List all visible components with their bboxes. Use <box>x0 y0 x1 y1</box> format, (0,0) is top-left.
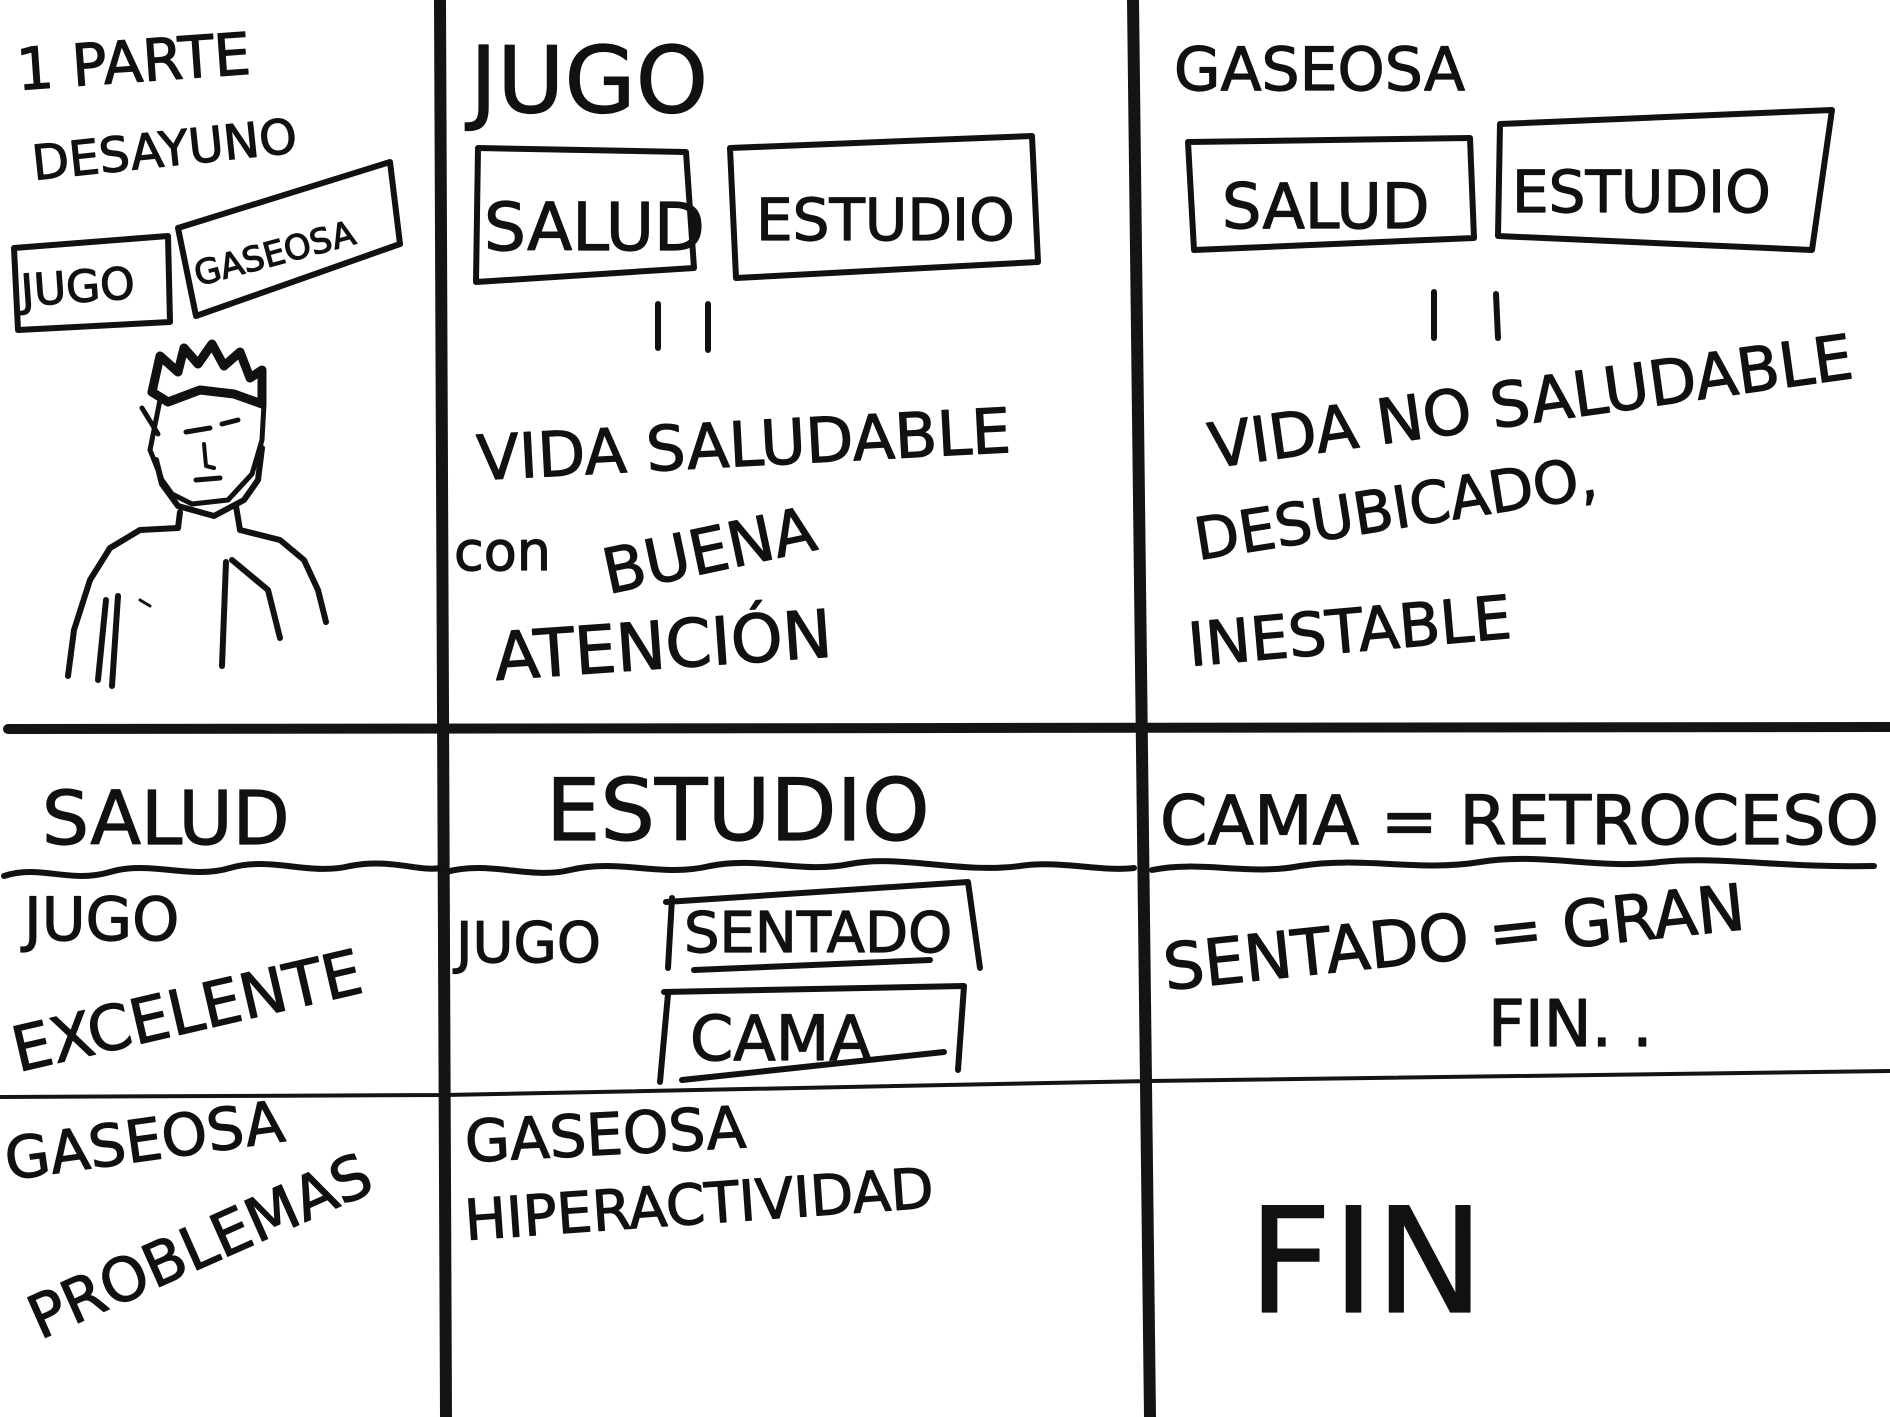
box-sentado <box>663 879 983 973</box>
panel-1-title-line1: 1 PARTE <box>14 20 253 104</box>
panel-jugo: JUGO SALUD ESTUDIO VIDA SALUDABLE con BU… <box>453 26 1041 697</box>
panel-2-line2-b: BUENA <box>596 492 822 608</box>
box-gaseosa <box>175 159 403 319</box>
panel-4-line1: JUGO <box>20 885 179 955</box>
box-estudio-jugo <box>727 133 1041 281</box>
box-salud-jugo <box>473 145 697 285</box>
panel-3-line3: INESTABLE <box>1185 583 1514 681</box>
panel-6-line3: FIN. . <box>1488 988 1653 1062</box>
panel-2-box-salud-label: SALUD <box>484 189 705 266</box>
panel-3-title: GASEOSA <box>1174 35 1465 105</box>
panel-1-box-gaseosa-label: GASEOSA <box>190 213 360 294</box>
panel-salud: SALUD JUGO EXCELENTE GASEOSA PROBLEMAS <box>0 775 443 1354</box>
panel-6-line1: CAMA = RETROCESO <box>1160 782 1879 861</box>
wavy-underline-salud <box>1 860 443 879</box>
grid-vertical-right <box>1127 0 1156 1417</box>
panel-cama: CAMA = RETROCESO SENTADO = GRAN FIN. . F… <box>1149 781 1880 1348</box>
panel-2-line1: VIDA SALUDABLE <box>475 394 1013 495</box>
panel-5-label-jugo: JUGO <box>453 911 601 976</box>
panel-4-line2: EXCELENTE <box>5 935 369 1086</box>
panel-2-box-estudio-label: ESTUDIO <box>756 186 1015 254</box>
panel-4-line3: GASEOSA <box>0 1087 288 1194</box>
equals-sign-jugo <box>655 301 711 353</box>
panel-4-title: SALUD <box>42 776 290 862</box>
grid-horizontal-middle <box>3 722 1890 734</box>
panel-5-box-sentado-label: SENTADO <box>684 901 952 966</box>
person-sketch-icon <box>65 339 329 689</box>
panel-estudio: ESTUDIO JUGO SENTADO CAMA GASEOSA HIPERA… <box>443 760 1137 1255</box>
box-cama <box>657 983 967 1085</box>
equals-sign-gaseosa <box>1431 289 1501 341</box>
wavy-underline-estudio <box>443 858 1137 876</box>
box-salud-gaseosa <box>1185 135 1477 253</box>
wavy-underline-cama <box>1149 855 1877 873</box>
grid-vertical-left <box>434 0 452 1417</box>
panel-3-box-estudio-label: ESTUDIO <box>1512 158 1771 226</box>
panel-2-title: JUGO <box>465 27 708 134</box>
the-end-text: FIN <box>1248 1177 1484 1347</box>
box-jugo <box>11 233 173 333</box>
panel-5-line1: GASEOSA <box>463 1093 748 1176</box>
panel-2-line2-a: con <box>454 520 551 583</box>
panel-1-title-line2: DESAYUNO <box>29 108 299 191</box>
box-estudio-gaseosa <box>1495 107 1835 253</box>
panel-5-box-cama-label: CAMA <box>690 1002 872 1075</box>
panel-5-title: ESTUDIO <box>546 761 930 861</box>
panel-1-box-jugo-label: JUGO <box>16 258 136 317</box>
panel-3-box-salud-label: SALUD <box>1222 170 1430 243</box>
panel-6-line2: SENTADO = GRAN <box>1160 871 1748 1006</box>
grid-horizontal-lower <box>0 1069 1890 1099</box>
panel-2-line3: ATENCIÓN <box>492 596 835 696</box>
panel-gaseosa: GASEOSA SALUD ESTUDIO VIDA NO SALUDABLE … <box>1173 34 1857 681</box>
panel-desayuno: 1 PARTE DESAYUNO JUGO GASEOSA <box>11 19 403 689</box>
